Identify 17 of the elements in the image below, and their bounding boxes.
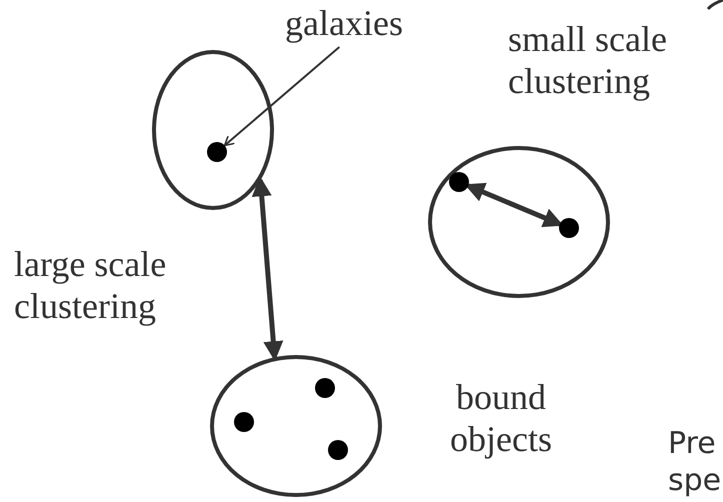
text-label: spe bbox=[668, 462, 722, 500]
galaxy-dot bbox=[207, 142, 227, 162]
galaxy-dot bbox=[559, 218, 579, 238]
galaxy-dot bbox=[328, 440, 348, 460]
text-label: galaxies bbox=[285, 3, 445, 47]
text-label: large scale clustering bbox=[14, 243, 168, 327]
text-label: small scale clustering bbox=[508, 18, 668, 102]
galaxy-dot bbox=[315, 378, 335, 398]
galaxy-dot bbox=[449, 172, 469, 192]
galaxy-dot bbox=[234, 412, 254, 432]
text-label: bound objects bbox=[449, 376, 553, 460]
text-label: Pre bbox=[668, 425, 717, 463]
ellipse-outline bbox=[152, 50, 274, 210]
double-arrow bbox=[464, 182, 564, 228]
ellipse-outline bbox=[210, 355, 382, 497]
leader-arrow bbox=[224, 46, 340, 146]
ellipse-outline bbox=[428, 146, 610, 298]
